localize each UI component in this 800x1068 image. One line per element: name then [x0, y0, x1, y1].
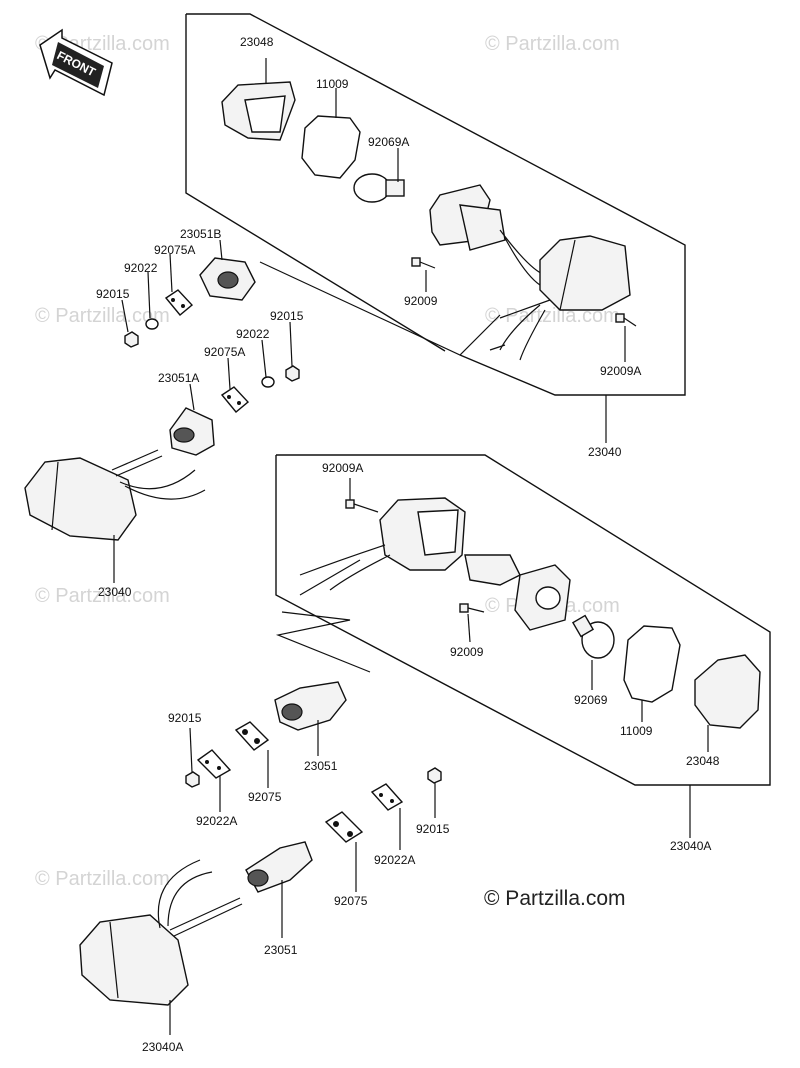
plate-92075-2: [324, 811, 364, 892]
grommet-23051-1: [274, 681, 347, 756]
label-92075-2: 92075: [334, 894, 368, 908]
lower-assembly-frame: [275, 454, 771, 838]
copyright-text: © Partzilla.com: [484, 887, 626, 910]
bulb-92069a: [353, 148, 405, 203]
nut-92015-3: [185, 727, 200, 788]
grommet-23051a: [169, 383, 215, 456]
label-11009-top: 11009: [316, 77, 349, 91]
label-23040-left: 23040: [98, 585, 132, 599]
label-23051-2: 23051: [264, 943, 298, 957]
label-92075a-1: 92075A: [154, 243, 195, 257]
label-92022-1: 92022: [124, 261, 158, 275]
label-92009-mid: 92009: [450, 645, 484, 659]
linkage-lines: [259, 261, 501, 673]
lens-23048-top: [221, 58, 296, 141]
plate-92075a-1: [164, 253, 194, 316]
plate-92075-1: [234, 721, 270, 788]
screw-92009-mid: [459, 603, 485, 643]
label-23048-top: 23048: [240, 35, 274, 49]
turn-signal-23040a-lower-body: [299, 497, 466, 596]
watermark: © Partzilla.com: [35, 305, 170, 327]
label-92015-3: 92015: [168, 711, 202, 725]
turn-signal-23040-upper: [489, 235, 631, 361]
gasket-11009-bottom: [623, 625, 681, 722]
socket-housing-lower: [464, 554, 571, 631]
grommet-23051-2: [245, 841, 313, 938]
label-92015-2: 92015: [270, 309, 304, 323]
label-92022a-1: 92022A: [196, 814, 237, 828]
nut-92015-1: [121, 299, 139, 348]
watermark: © Partzilla.com: [485, 33, 620, 55]
label-23040-right: 23040: [588, 445, 622, 459]
label-23051b: 23051B: [180, 227, 221, 241]
label-92009a-mid: 92009A: [322, 461, 363, 475]
label-92069a: 92069A: [368, 135, 409, 149]
label-92015-4: 92015: [416, 822, 450, 836]
watermark: © Partzilla.com: [35, 585, 170, 607]
label-92022-2: 92022: [236, 327, 270, 341]
grommet-23051b: [199, 239, 256, 301]
signal-housing-upper: [429, 184, 546, 286]
label-92015-1: 92015: [96, 287, 130, 301]
plate-92075a-2: [220, 357, 250, 413]
upper-assembly-frame: [185, 13, 686, 443]
watermark: © Partzilla.com: [35, 868, 170, 890]
screw-92009a-mid: [345, 478, 379, 513]
nut-92015-2: [285, 321, 300, 382]
label-92009a-top: 92009A: [600, 364, 641, 378]
lens-23048-bottom: [694, 654, 761, 752]
label-92075a-2: 92075A: [204, 345, 245, 359]
gasket-11009-top: [301, 88, 361, 179]
turn-signal-23040a-bottom: [79, 859, 243, 1035]
label-92075-1: 92075: [248, 790, 282, 804]
label-23040a-left: 23040A: [142, 1040, 183, 1054]
screw-92009-top: [411, 257, 436, 292]
washer-92022-2: [261, 339, 275, 388]
turn-signal-23040-left: [24, 449, 206, 583]
plate-92022a-2: [370, 783, 404, 850]
label-92022a-2: 92022A: [374, 853, 415, 867]
label-23040a-right: 23040A: [670, 839, 711, 853]
washer-92022-1: [145, 271, 159, 330]
bulb-92069: [571, 614, 615, 690]
screw-92009a-top: [615, 313, 637, 362]
plate-92022a-1: [196, 749, 232, 812]
nut-92015-4: [427, 767, 442, 818]
label-11009-bottom: 11009: [620, 724, 653, 738]
label-23051-1: 23051: [304, 759, 338, 773]
label-92009-top: 92009: [404, 294, 438, 308]
label-23051a: 23051A: [158, 371, 199, 385]
label-92069: 92069: [574, 693, 608, 707]
part-labels: 23048 11009 92069A 23051B 92075A 92022 9…: [96, 35, 720, 1054]
front-arrow-icon: FRONT: [39, 28, 113, 97]
label-23048-bottom: 23048: [686, 754, 720, 768]
